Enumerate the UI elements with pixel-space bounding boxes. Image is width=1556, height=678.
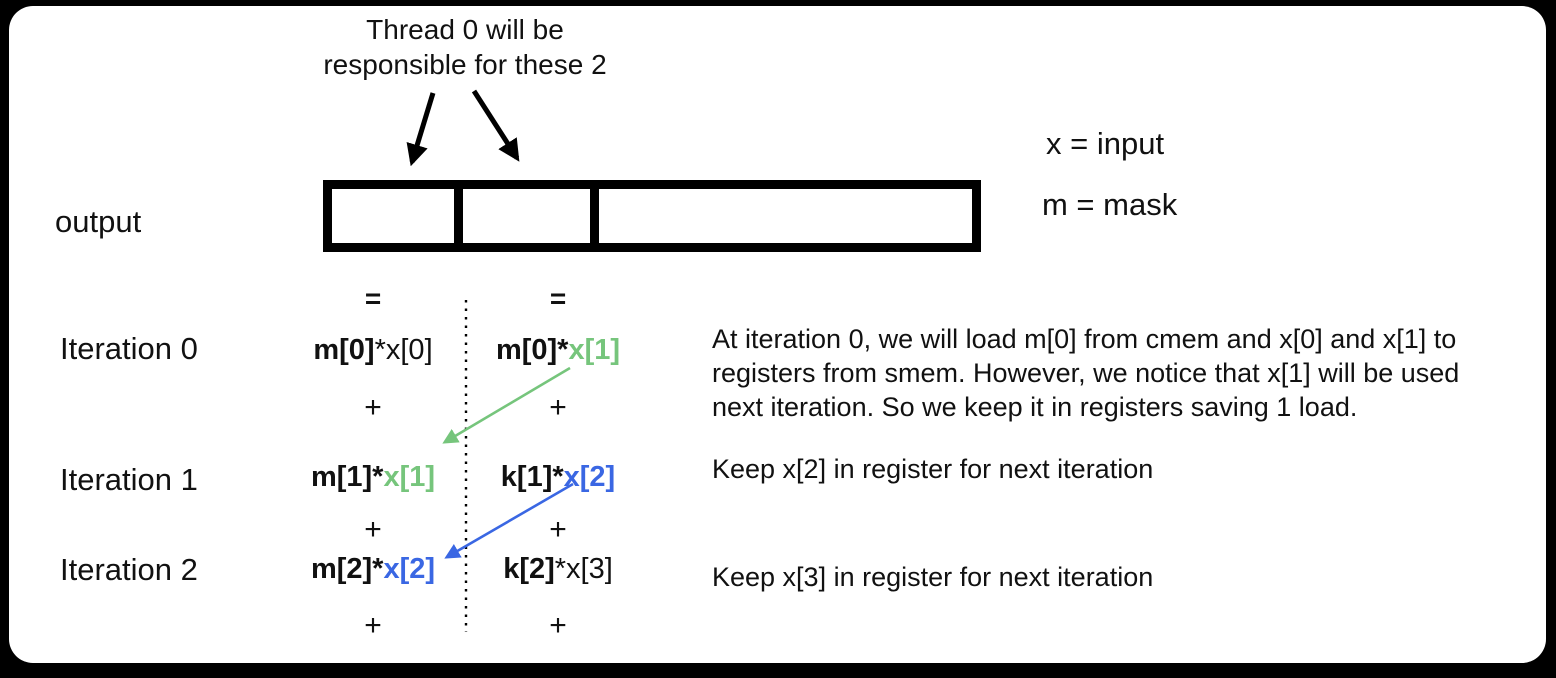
iteration-0-label: Iteration 0 [60,331,198,366]
expr-it1-left: m[1]*x[1] [298,461,448,494]
output-label: output [55,204,142,239]
expr-it0-left: m[0]*x[0] [298,334,448,367]
output-cell-2 [599,189,972,243]
note-iteration-2: Keep x[3] in register for next iteration [712,562,1154,592]
expr-it1-left-tail: x[1] [383,461,436,493]
plus-it2-left: + [364,609,382,642]
legend-m-mask: m = mask [1042,187,1178,222]
expr-it2-right-head: k[2] [503,553,555,585]
iteration-1-label: Iteration 1 [60,462,198,497]
note-iteration-1: Keep x[2] in register for next iteration [712,454,1154,484]
equals-left: = [364,283,382,314]
plus-it1-right: + [549,513,567,546]
equals-right: = [549,283,567,314]
plus-it0-left: + [364,391,382,424]
expr-it0-right-head: m[0]* [495,334,569,366]
expr-it2-left: m[2]*x[2] [298,553,448,586]
plus-it0-right: + [549,391,567,424]
thread-annotation: Thread 0 will be responsible for these 2 [300,12,630,82]
legend-x-input: x = input [1046,126,1165,161]
expr-it0-right-tail: x[1] [568,334,621,366]
output-cell-1 [463,189,599,243]
expr-it0-left-tail: *x[0] [374,334,433,366]
thread-annotation-line1: Thread 0 will be [366,14,564,45]
white-canvas [9,6,1546,663]
expr-it2-right: k[2]*x[3] [483,553,633,586]
plus-it1-left: + [364,513,382,546]
thread-annotation-line2: responsible for these 2 [323,49,607,80]
plus-it2-right: + [549,609,567,642]
expr-it2-left-tail: x[2] [383,553,436,585]
expr-it1-left-head: m[1]* [310,461,384,493]
output-array [323,180,981,252]
expr-it2-right-tail: *x[3] [554,553,613,585]
note-iteration-0: At iteration 0, we will load m[0] from c… [712,324,1460,422]
expr-it0-right: m[0]*x[1] [483,334,633,367]
expr-it2-left-head: m[2]* [310,553,384,585]
expr-it1-right: k[1]*x[2] [483,461,633,494]
expr-it1-right-tail: x[2] [563,461,616,493]
expr-it1-right-head: k[1]* [500,461,564,493]
output-cell-0 [332,189,463,243]
iteration-2-label: Iteration 2 [60,552,198,587]
expr-it0-left-head: m[0] [313,334,375,366]
